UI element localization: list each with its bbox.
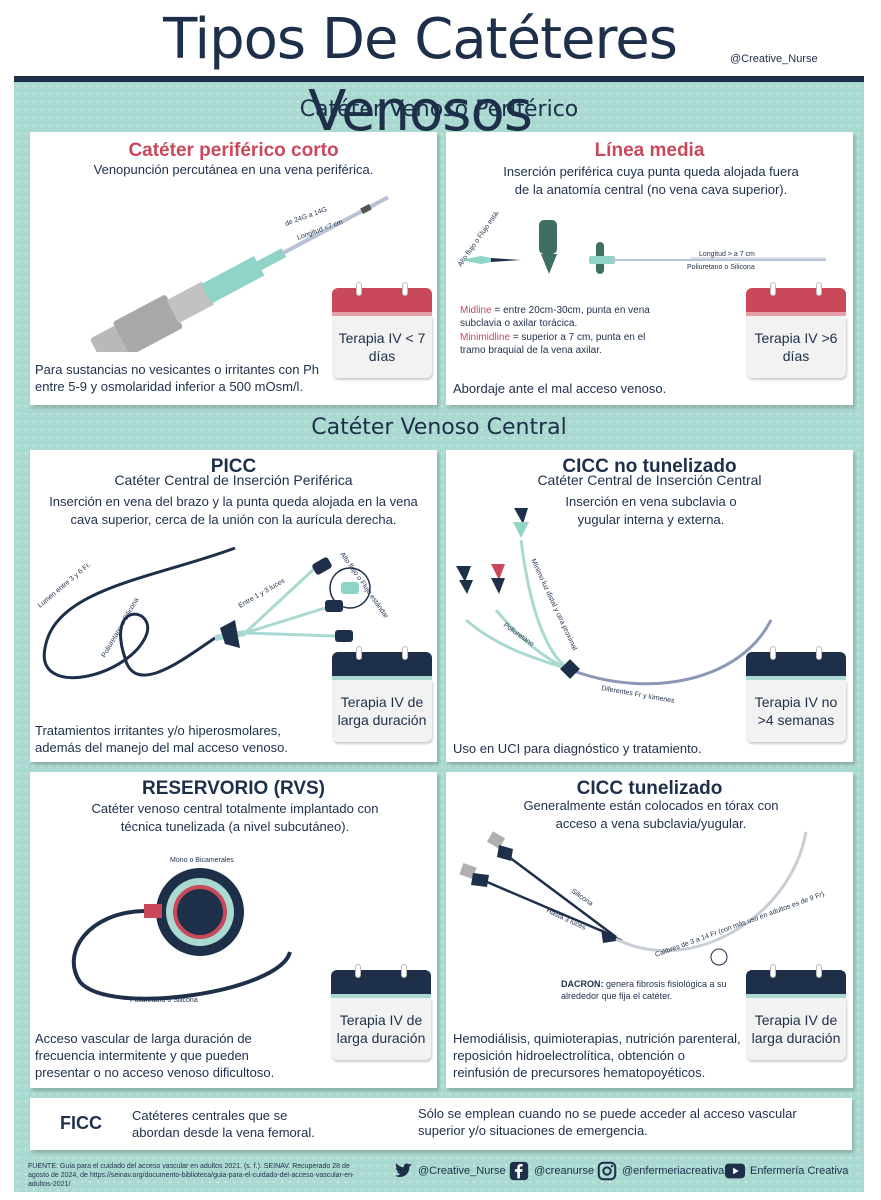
social-facebook[interactable]: @creanurse <box>508 1160 594 1182</box>
picc-illustration: Lumen entre 3 y 6 Fr. Poliuretano o Sili… <box>37 546 390 680</box>
twitter-handle: @Creative_Nurse <box>418 1165 506 1177</box>
minimidline-label: Minimidline <box>460 332 511 343</box>
card-description: Catéter venoso central totalmente implan… <box>91 801 379 834</box>
card-subtitle: Catéter Central de Inserción Central <box>537 472 762 488</box>
calendar-terapia-iv: Terapia IV de larga duración <box>331 964 431 1060</box>
card-footer: Tratamientos irritantes y/o hiperosmolar… <box>35 723 288 755</box>
card-footer: Acceso vascular de larga duración de fre… <box>35 1031 275 1080</box>
card-cateter-periferico-corto: Catéter periférico corto Venopunción per… <box>30 132 437 405</box>
label-chambers: Mono o Bicamerales <box>170 857 234 864</box>
header: Tipos De Catéteres Venosos @Creative_Nur… <box>14 2 864 144</box>
ficc-label: FICC <box>60 1113 102 1133</box>
midline-label: Midline <box>460 305 492 316</box>
card-title: PICC <box>210 456 257 477</box>
card-reservorio: RESERVORIO (RVS) Catéter venoso central … <box>30 772 437 1088</box>
card-picc: PICC Catéter Central de Inserción Perifé… <box>30 450 437 762</box>
instagram-icon <box>597 1161 617 1181</box>
card-description: Generalmente están colocados en tórax co… <box>523 798 779 831</box>
facebook-handle: @creanurse <box>534 1165 595 1177</box>
calendar-terapia-iv: Terapia IV de larga duración <box>746 964 846 1060</box>
card-description: Inserción en vena del brazo y la punta q… <box>49 494 418 527</box>
facebook-icon <box>509 1161 529 1181</box>
card-subtitle: Venopunción percutánea en una vena perif… <box>93 162 374 177</box>
calendar-text: Terapia IV de larga duración <box>331 998 431 1060</box>
label-material: Poliuretano <box>502 622 535 648</box>
midline-note: Midline = entre 20cm-30cm, punta en vena… <box>460 304 660 330</box>
card-cicc-no-tunelizado: CICC no tunelizado Catéter Central de In… <box>446 450 853 762</box>
calendar-terapia-iv: Terapia IV no >4 semanas <box>746 646 846 742</box>
calendar-text: Terapia IV de larga duración <box>746 998 846 1060</box>
card-linea-media: Línea media Inserción periférica cuya pu… <box>446 132 853 405</box>
reservorio-illustration: Mono o Bicamerales Poliuretano o Silicon… <box>71 857 292 1004</box>
page-title: Tipos De Catéteres Venosos <box>163 7 678 144</box>
dacron-note: DACRON: genera fibrosis fisiológica a su… <box>561 978 731 1002</box>
label-lumens: Mínimo luz distal y otra proximal <box>529 558 578 652</box>
label-lumens: Entre 1 y 3 luces <box>238 577 287 609</box>
twitter-icon <box>395 1163 413 1178</box>
midline-text: = entre 20cm-30cm, punta en vena subclav… <box>460 305 650 329</box>
minimidline-note: Minimidline = superior a 7 cm, punta en … <box>460 331 660 357</box>
youtube-icon <box>724 1163 746 1179</box>
label-material: Poliuretano o Silicona <box>101 597 141 659</box>
label-calibres: Calibres de 3 a 14 Fr (con más uso en ad… <box>654 890 827 959</box>
calendar-terapia-iv: Terapia IV >6 días <box>746 282 846 378</box>
dacron-text: genera fibrosis fisiológica a su alreded… <box>561 979 727 1001</box>
minimidline-text: = superior a 7 cm, punta en el tramo bra… <box>460 332 646 356</box>
source-citation: FUENTE: Guía para el cuidado del acceso … <box>28 1163 355 1188</box>
calendar-terapia-iv: Terapia IV de larga duración <box>332 646 432 742</box>
header-handle: @Creative_Nurse <box>730 53 818 65</box>
label-material: Poliuretano o Silicona <box>130 997 198 1004</box>
label-sizes: Diferentes Fr y lúmenes <box>601 685 676 705</box>
label-length: Longitud > a 7 cm <box>699 251 755 258</box>
calendar-text: Terapia IV no >4 semanas <box>746 680 846 742</box>
card-subtitle: Catéter Central de Inserción Periférica <box>114 472 353 488</box>
calendar-text: Terapia IV de larga duración <box>332 680 432 742</box>
calendar-text: Terapia IV < 7 días <box>332 316 432 378</box>
card-ficc: FICC Catéteres centrales que se abordan … <box>30 1098 852 1150</box>
calendar-text: Terapia IV >6 días <box>746 316 846 378</box>
section-title-central: Catéter Venoso Central <box>311 415 567 440</box>
calendar-terapia-iv: Terapia IV < 7 días <box>332 282 432 378</box>
label-material: Poliuretano o Silicona <box>687 264 755 271</box>
card-description: Inserción en vena subclavia o yugular in… <box>565 494 737 527</box>
label-lumen: Lumen entre 3 y 6 Fr. <box>37 561 93 609</box>
card-cicc-tunelizado: CICC tunelizado Generalmente están coloc… <box>446 772 853 1088</box>
ficc-usage: Sólo se emplean cuando no se puede acced… <box>418 1106 797 1138</box>
card-footer: Abordaje ante el mal acceso venoso. <box>453 381 667 396</box>
card-footer: Hemodiálisis, quimioterapias, nutrición … <box>453 1031 741 1080</box>
section-title-peripheral: Catéter Venoso Periférico <box>299 97 579 122</box>
card-title: Catéter periférico corto <box>128 140 339 161</box>
social-instagram[interactable]: @enfermeriacreativa <box>596 1160 724 1182</box>
card-footer: Para sustancias no vesicantes o irritant… <box>35 362 319 394</box>
dacron-label: DACRON: <box>561 979 604 989</box>
card-title: CICC tunelizado <box>576 778 723 799</box>
instagram-handle: @enfermeriacreativa <box>622 1165 725 1177</box>
social-twitter[interactable]: @Creative_Nurse <box>392 1160 506 1182</box>
midline-catheter-illustration: Alto flujo o Flujo estándar Longitud > a… <box>457 212 826 274</box>
ficc-description: Catéteres centrales que se abordan desde… <box>132 1108 315 1140</box>
card-subtitle: Inserción periférica cuya punta queda al… <box>503 164 799 197</box>
cicc-tunelizado-illustration: Silicona Hasta 3 luces Calibres de 3 a 1… <box>459 831 827 966</box>
card-title: CICC no tunelizado <box>562 456 737 477</box>
card-title: Línea media <box>594 140 705 161</box>
card-title: RESERVORIO (RVS) <box>141 778 325 799</box>
peripheral-catheter-illustration: de 24G a 14G Longitud <7 cm <box>90 195 390 352</box>
label-gauge: de 24G a 14G <box>284 206 328 228</box>
cicc-illustration: Mínimo luz distal y otra proximal Poliur… <box>456 508 773 705</box>
social-youtube[interactable]: Enfermería Creativa <box>724 1160 848 1182</box>
label-length: Longitud <7 cm <box>296 219 344 242</box>
youtube-channel: Enfermería Creativa <box>750 1165 849 1177</box>
card-footer: Uso en UCI para diagnóstico y tratamient… <box>453 741 702 756</box>
